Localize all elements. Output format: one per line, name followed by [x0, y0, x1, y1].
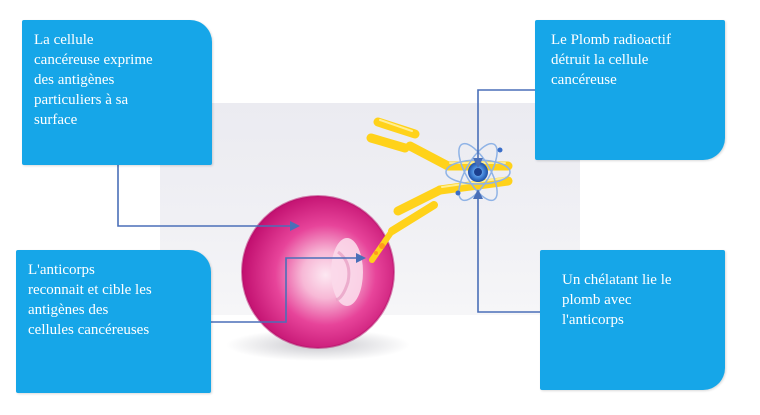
chelator-tip-icon	[374, 243, 385, 255]
radioactive-atom-icon	[445, 142, 511, 202]
callout-text: Le Plomb radioactif détruit la cellule c…	[551, 32, 671, 88]
callout-chelator: Un chélatant lie le plomb avec l'anticor…	[540, 250, 725, 390]
callout-text: La cellule cancéreuse exprime des antigè…	[34, 32, 153, 128]
callout-radioactive-lead: Le Plomb radioactif détruit la cellule c…	[535, 20, 725, 160]
callout-text: L'anticorps reconnait et cible les antig…	[28, 262, 152, 338]
callout-text: Un chélatant lie le plomb avec l'anticor…	[562, 272, 672, 328]
connector-lines	[117, 89, 542, 323]
connector-lead	[477, 89, 538, 162]
connector-arrowheads	[290, 158, 483, 263]
connector-chelator	[477, 195, 542, 313]
callout-antibody-targeting: L'anticorps reconnait et cible les antig…	[16, 250, 211, 393]
antibody-icon	[366, 117, 513, 263]
connector-antigens	[117, 160, 292, 227]
cancer-cell-icon	[241, 195, 395, 349]
callout-cancer-antigens: La cellule cancéreuse exprime des antigè…	[22, 20, 212, 165]
connector-antibody	[208, 257, 358, 323]
